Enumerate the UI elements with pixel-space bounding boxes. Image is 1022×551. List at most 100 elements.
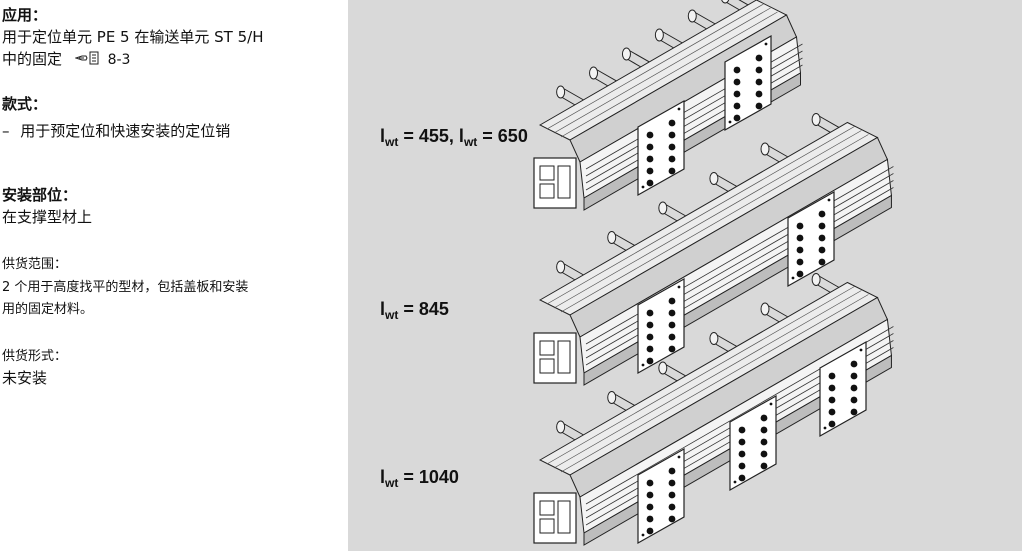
length-value-455: = 455, [398,126,459,146]
bolt [755,66,763,74]
bolt [796,258,804,266]
bolt [646,155,654,163]
bolt [760,450,768,458]
application-line-1: 用于定位单元 PE 5 在输送单元 ST 5/H [2,28,264,46]
locating-pin [641,185,645,189]
scope-line-1: 2 个用于高度找平的型材，包括盖板和安装 [2,280,249,295]
locating-pin [677,107,681,111]
bolt [668,515,676,523]
bolt [738,462,746,470]
bolt [760,414,768,422]
bolt [668,333,676,341]
bolt [733,114,741,122]
bolt [646,527,654,535]
delivery-heading: 供货形式： [2,349,68,364]
bolt [646,345,654,353]
bolt [796,246,804,254]
mounting-text: 在支撑型材上 [2,208,93,226]
bolt [646,131,654,139]
bolt [646,503,654,511]
bolt [668,167,676,175]
bolt [668,143,676,151]
locating-pin [823,426,827,430]
length-label-1040: lwt = 1040 [380,467,459,490]
scope-heading: 供货范围： [2,257,68,272]
bolt [668,119,676,127]
bolt [818,222,826,230]
bolt [668,479,676,487]
bolt [733,102,741,110]
bolt [760,462,768,470]
bolt [755,54,763,62]
locating-pin [791,276,795,280]
bolt [646,491,654,499]
locating-pin [677,455,681,459]
model-heading: 款式： [2,95,48,113]
locating-pin [859,348,863,352]
locating-pin [641,533,645,537]
mounting-plate [637,277,685,375]
text-column: 应用： 用于定位单元 PE 5 在输送单元 ST 5/H 中的固定 8-3 款式… [0,0,348,551]
bolt [760,438,768,446]
mounting-heading: 安装部位： [2,186,78,204]
drawing-panel: lwt = 455, lwt = 650 lwt = 845 lwt = 104… [348,0,1022,551]
bolt [828,396,836,404]
length-label-845: lwt = 845 [380,299,449,322]
locating-pin [677,285,681,289]
bolt [828,420,836,428]
l-symbol: l [380,467,386,487]
locating-pin [764,42,768,46]
bolt [818,258,826,266]
locating-pin [769,402,773,406]
mounting-plate [637,99,685,197]
locating-pin [827,198,831,202]
length-value-845: = 845 [398,299,449,319]
hand-pointing-document-icon [74,50,103,66]
bolt [646,143,654,151]
bolt [668,467,676,475]
locating-pin [728,120,732,124]
bolt [850,372,858,380]
bolt [733,78,741,86]
model-item-text: 用于预定位和快速安装的定位销 [20,122,231,140]
length-value-1040: = 1040 [398,467,459,487]
bolt [668,491,676,499]
scope-line-2: 用的固定材料。 [2,302,94,317]
bolt [668,321,676,329]
technical-drawing [533,0,894,546]
assembly-1040 [533,273,894,546]
profile-end-section [533,492,577,544]
bolt [850,396,858,404]
bolt [646,309,654,317]
bolt [668,309,676,317]
bolt [733,90,741,98]
bolt [668,131,676,139]
bolt [646,479,654,487]
l-symbol: l [380,299,386,319]
model-item-dash: – [2,122,10,140]
l-symbol: l [458,126,464,146]
wt-subscript: wt [385,135,399,149]
assembly-845 [533,113,894,386]
wt-subscript: wt [385,476,399,490]
mounting-plate [729,394,777,492]
bolt [733,66,741,74]
bolt [828,372,836,380]
bolt [646,515,654,523]
profile-end-section [533,332,577,384]
locating-pin [641,363,645,367]
bolt [738,450,746,458]
application-heading: 应用： [2,6,48,24]
reference-page: 8-3 [107,52,131,68]
bolt [755,90,763,98]
bolt [818,246,826,254]
bolt [738,426,746,434]
bolt [646,357,654,365]
bolt [850,360,858,368]
bolt [738,474,746,482]
assembly-455-650 [533,0,803,211]
support-profile [538,121,889,338]
bolt [668,503,676,511]
bolt [646,321,654,329]
model-item: – 用于预定位和快速安装的定位销 [2,120,230,141]
